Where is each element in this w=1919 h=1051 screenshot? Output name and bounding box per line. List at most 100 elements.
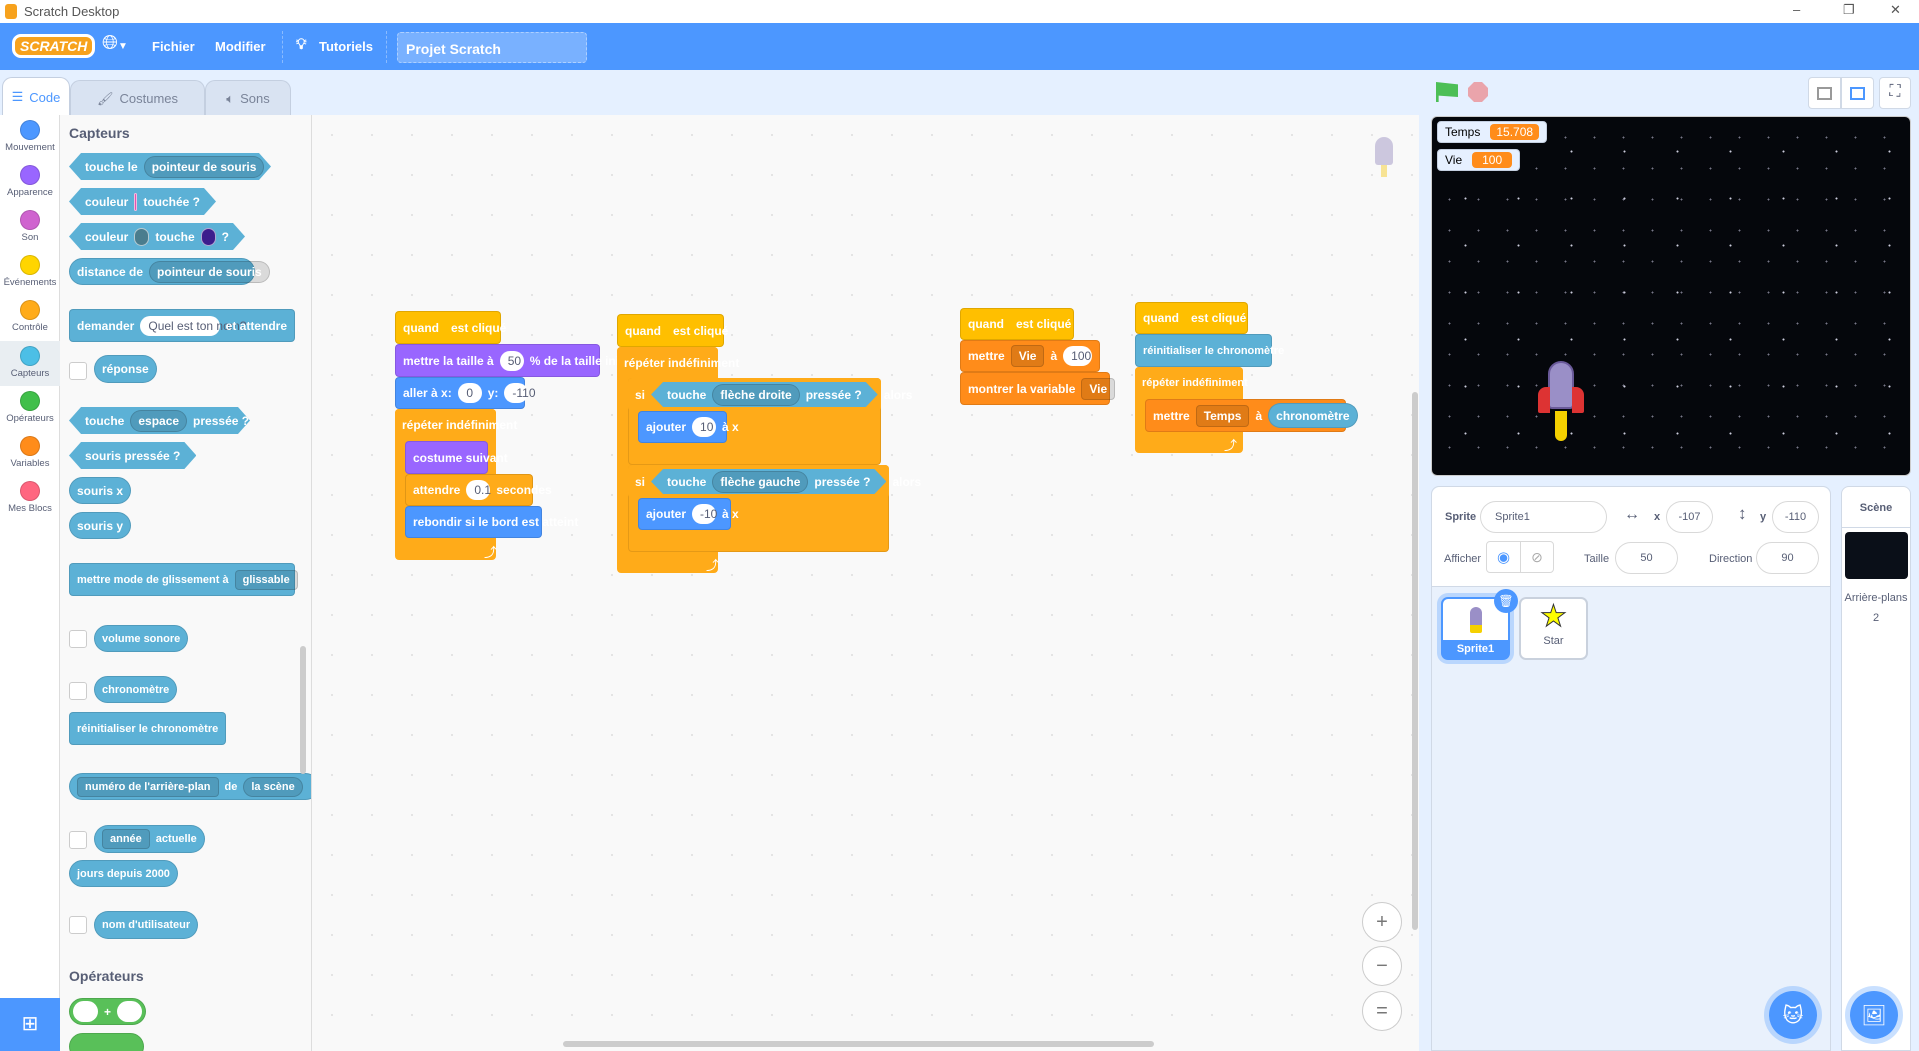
block-timer[interactable]: chronomètre	[94, 676, 178, 703]
dropdown[interactable]: flèche droite	[712, 384, 799, 406]
block-username[interactable]: nom d'utilisateur	[94, 911, 199, 939]
dropdown[interactable]: Temps	[1195, 404, 1250, 427]
stage-selector[interactable]: Scène Arrière-plans 2	[1841, 486, 1911, 1051]
color-swatch[interactable]	[134, 193, 137, 211]
tab-sounds[interactable]: 🔈︎Sons	[205, 80, 291, 116]
color-swatch[interactable]	[134, 228, 149, 246]
category-sensing[interactable]: Capteurs	[0, 341, 60, 386]
dropdown[interactable]: flèche gauche	[712, 471, 808, 493]
checkbox-loudness[interactable]	[69, 630, 87, 648]
show-hidden-button[interactable]: ⊘	[1520, 541, 1554, 573]
block-answer[interactable]: réponse	[94, 355, 157, 383]
fullscreen-icon[interactable]: ⛶	[1879, 77, 1911, 109]
minimize-button[interactable]: –	[1793, 2, 1801, 17]
text-input[interactable]: Quel est ton nom?	[140, 315, 246, 336]
menu-tutorials[interactable]: Tutoriels	[319, 39, 373, 54]
number-input[interactable]: 50	[499, 350, 524, 371]
tab-costumes[interactable]: 🖌︎Costumes	[70, 80, 205, 116]
horizontal-scrollbar[interactable]	[563, 1041, 1154, 1047]
category-variables[interactable]: Variables	[0, 431, 60, 476]
number-input[interactable]: 10	[692, 417, 717, 437]
number-input[interactable]: 0	[457, 383, 482, 403]
scratch-logo[interactable]: SCRATCH	[12, 34, 96, 58]
category-operators[interactable]: Opérateurs	[0, 386, 60, 431]
language-globe-icon[interactable]: 🌐︎▼	[102, 32, 128, 54]
color-swatch[interactable]	[201, 228, 216, 246]
dropdown[interactable]: Vie	[1081, 377, 1116, 400]
green-flag-button[interactable]	[1436, 82, 1458, 102]
block-bounce[interactable]: rebondir si le bord est atteint	[405, 506, 578, 538]
category-motion[interactable]: Mouvement	[0, 115, 60, 160]
number-input[interactable]	[73, 1001, 98, 1022]
number-input[interactable]	[117, 1001, 142, 1022]
project-title-input[interactable]: Projet Scratch	[397, 32, 587, 63]
category-sound[interactable]: Son	[0, 205, 60, 250]
dropdown[interactable]: espace	[130, 410, 187, 432]
block-subtract[interactable]	[69, 1033, 144, 1051]
x-input[interactable]: -107	[1666, 501, 1713, 533]
size-input[interactable]: 50	[1615, 542, 1678, 574]
number-input[interactable]: -10	[692, 504, 717, 524]
dropdown[interactable]: la scène	[243, 776, 303, 797]
block-mouse-down[interactable]: souris pressée ?	[69, 442, 196, 469]
number-input[interactable]: 0.1	[466, 480, 491, 500]
block-mouse-y[interactable]: souris y	[69, 512, 132, 539]
show-visible-button[interactable]: ◉	[1486, 541, 1521, 573]
checkbox-username[interactable]	[69, 916, 87, 934]
dropdown[interactable]: année	[102, 829, 150, 849]
category-looks[interactable]: Apparence	[0, 160, 60, 205]
dropdown[interactable]: numéro de l'arrière-plan	[77, 776, 219, 797]
category-events[interactable]: Événements	[0, 250, 60, 295]
menu-file[interactable]: Fichier	[152, 39, 195, 54]
block-reset-timer[interactable]: réinitialiser le chronomètre	[1135, 334, 1284, 367]
block-days-since-2000[interactable]: jours depuis 2000	[69, 860, 178, 887]
y-input[interactable]: -110	[1772, 501, 1819, 533]
small-stage-button[interactable]	[1808, 77, 1841, 109]
block-timer[interactable]: chronomètre	[1268, 403, 1358, 428]
sprite-name-input[interactable]: Sprite1	[1480, 501, 1607, 533]
checkbox-answer[interactable]	[69, 362, 87, 380]
stop-button[interactable]	[1468, 82, 1488, 102]
category-my-blocks[interactable]: Mes Blocs	[0, 476, 60, 521]
text-input[interactable]: 100	[1063, 346, 1092, 366]
block-next-costume[interactable]: costume suivant	[405, 441, 508, 474]
menu-edit[interactable]: Modifier	[215, 39, 266, 54]
palette-scrollbar[interactable]	[300, 646, 306, 774]
block-reset-timer[interactable]: réinitialiser le chronomètre	[69, 712, 227, 745]
dropdown[interactable]: pointeur de souris	[144, 156, 265, 178]
block-add[interactable]: +	[69, 998, 146, 1025]
zoom-out-button[interactable]: −	[1362, 946, 1402, 986]
close-button[interactable]: ✕	[1890, 2, 1901, 17]
dropdown[interactable]: glissable	[234, 569, 298, 590]
checkbox-current[interactable]	[69, 831, 87, 849]
sprite-tile-star[interactable]: ★ Star	[1519, 597, 1588, 660]
restore-button[interactable]: ❐	[1843, 2, 1855, 17]
rocket-sprite[interactable]	[1536, 361, 1586, 451]
backdrop-thumbnail[interactable]	[1844, 532, 1908, 579]
